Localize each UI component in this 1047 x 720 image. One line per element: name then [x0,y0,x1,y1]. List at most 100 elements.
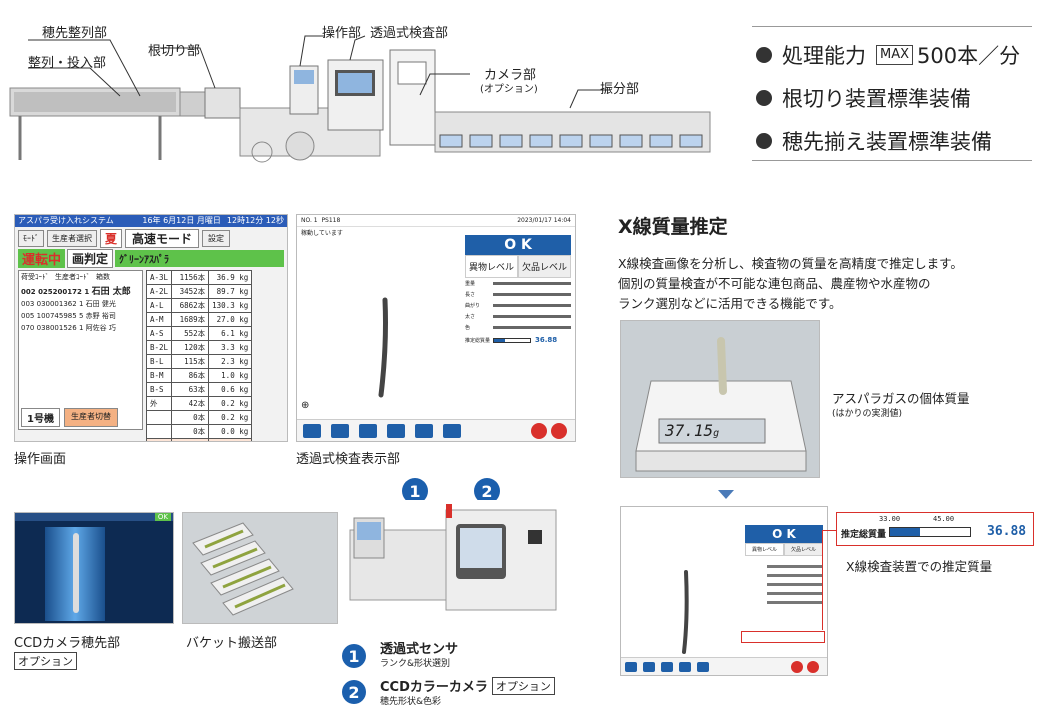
feature-tip-aligner: 穂先揃え装置標準装備 [756,126,1020,156]
settings-button[interactable]: 設定 [202,229,231,247]
total-row: 合計14137本297.4 kg [145,438,253,441]
table-cell-count: 63本 [171,382,210,397]
sensor-title: 透過式センサ [380,642,459,657]
ccd-camera-photo: OK [14,512,174,624]
est-max: 45.00 [933,515,955,523]
stop-button[interactable] [531,422,547,439]
conveyor-icon[interactable] [661,661,673,672]
table-cell-count: 552本 [171,326,210,341]
home-icon[interactable] [303,423,321,438]
chart-icon[interactable] [415,423,433,438]
settings-icon[interactable] [679,661,691,672]
op-screen-caption: 操作画面 [14,452,67,467]
table-cell-weight: 3.3 kg [208,340,253,355]
label-tip-aligner: 穂先整列部 [42,26,108,41]
table-cell-total_weight: 297.4 kg [208,438,253,441]
judge-mode: 画判定 [67,248,114,268]
list-item[interactable]: 002 025200172 1 石田 太郎 [21,287,131,297]
small-tab-missing[interactable]: 欠品レベル [784,543,823,556]
table-cell-count: 42本 [171,396,210,411]
list-item[interactable]: 005 100745985 5 赤野 裕司 [21,312,116,320]
xray-estimate-title: X線質量推定 [618,216,728,238]
chart-icon[interactable] [697,661,709,672]
list-item[interactable]: 070 038001526 1 阿佐谷 巧 [21,324,116,332]
table-cell-count: 6862本 [171,298,210,313]
xray-nav-bar [297,419,575,441]
table-cell-rank [145,424,173,439]
conveyor-icon[interactable] [359,423,377,438]
bullet-icon [756,47,772,63]
stop-button[interactable] [791,660,803,673]
connector-line-h [822,530,836,531]
list-icon[interactable] [643,661,655,672]
producer-select-button[interactable]: 生産者選択 [47,229,97,247]
table-cell-weight: 27.0 kg [208,312,253,327]
tab-missing-level[interactable]: 欠品レベル [518,255,571,278]
table-cell-weight: 1.0 kg [208,368,253,383]
xray-metrics: 重量 長さ 曲がり 太さ 色 推定総質量 36.88 [465,278,571,347]
xray-side-panel: O K 異物レベル 欠品レベル 重量 長さ 曲がり 太さ 色 推定総質量 36.… [465,235,571,435]
tab-foreign-level[interactable]: 異物レベル [465,255,518,278]
machine-number: 1号機 [21,408,60,427]
machine-photo [346,500,560,626]
settings-icon[interactable] [387,423,405,438]
xray-status: 稼動しています [301,230,343,237]
small-tab-foreign[interactable]: 異物レベル [745,543,784,556]
list-item[interactable]: 003 030001362 1 石田 健光 [21,300,116,308]
reset-button[interactable] [551,422,567,439]
small-metrics [745,559,823,610]
variety: ｸﾞﾘｰﾝｱｽﾊﾟﾗ [115,249,284,267]
est-min: 33.00 [879,515,901,523]
table-cell-count: 3452本 [171,284,210,299]
connector-line [822,530,823,630]
mode-button[interactable]: ﾓｰﾄﾞ [18,229,44,247]
label-align-feed: 整列・投入部 [28,56,107,71]
scale-photo: 37.15g [620,320,820,478]
small-nav-bar [621,657,827,675]
table-cell-weight: 2.3 kg [208,354,253,369]
home-icon[interactable] [625,661,637,672]
feature-list: 処理能力 MAX 500本／分 根切り装置標準装備 穂先揃え装置標準装備 [756,40,1020,156]
producer-switch-button[interactable]: 生産者切替 [63,408,118,427]
xray-estimate-desc: X線検査画像を分析し、検査物の質量を高精度で推定します。 個別の質量検査が不可能… [618,256,963,311]
table-cell-total_count: 14137本 [171,438,210,441]
scale-illustration [635,337,807,472]
ccd-camera-title: CCDカラーカメラ オプション [380,676,555,695]
machine-illustration [9,35,711,163]
op-body: 荷受ｺｰﾄﾞ生産者ｺｰﾄﾞ箱数 002 025200172 1 石田 太郎 00… [15,267,287,441]
table-cell-weight: 36.9 kg [208,270,253,285]
table-cell-rank: A-M [145,312,173,327]
bucket-illustration [192,522,294,616]
table-cell-rank: 外 [145,396,173,411]
divider-top [752,26,1032,27]
xray-header: NO. 1 PS118 2023/01/17 14:04 [297,215,575,227]
small-tabs: 異物レベル 欠品レベル [745,543,823,556]
table-cell-count: 0本 [171,410,210,425]
label-camera-option: (オプション) [480,84,538,95]
table-cell-rank: B-M [145,368,173,383]
xray-result-ok: O K [465,235,571,255]
list-icon[interactable] [331,423,349,438]
tools-icon[interactable] [443,423,461,438]
ccd-caption: CCDカメラ穂先部 [14,636,121,651]
ccd-camera-option-badge: オプション [491,676,555,695]
table-cell-count: 0本 [171,424,210,439]
estimated-weight-box: 33.00 45.00 推定総質量 36.88 [836,512,1034,546]
reset-button[interactable] [807,660,819,673]
scale-readout: 37.15g [665,421,720,440]
xray-display-screen: NO. 1 PS118 2023/01/17 14:04 稼動しています O K… [296,214,576,442]
table-cell-rank: A-S [145,326,173,341]
table-cell-weight: 6.1 kg [208,326,253,341]
table-cell-count: 1689本 [171,312,210,327]
zoom-icon[interactable]: ⊕ [301,400,310,411]
xray-small-image [682,570,689,654]
label-root-cutter: 根切り部 [148,44,201,59]
table-cell-weight: 89.7 kg [208,284,253,299]
small-ok: O K [745,525,823,543]
